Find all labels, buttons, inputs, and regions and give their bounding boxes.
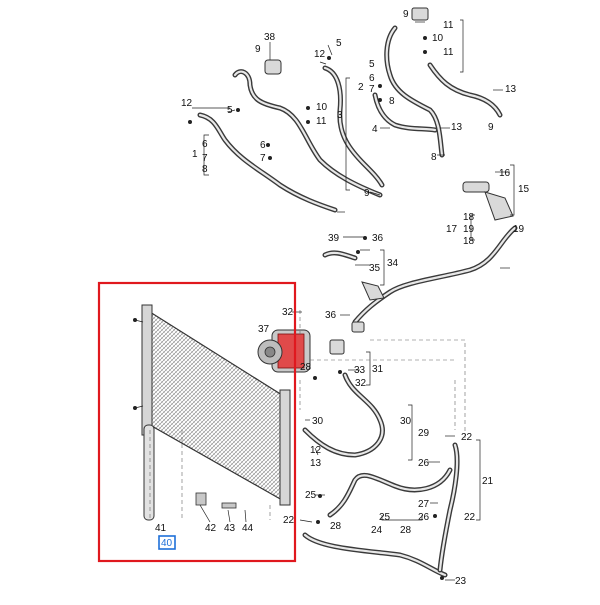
selected-callout[interactable]: 40 bbox=[158, 535, 176, 550]
callout-24[interactable]: 24 bbox=[371, 525, 383, 536]
callout-31[interactable]: 31 bbox=[372, 364, 384, 375]
callout-41[interactable]: 41 bbox=[155, 523, 167, 534]
callout-1[interactable]: 1 bbox=[192, 149, 198, 160]
grouping-brackets bbox=[149, 19, 515, 521]
callout-35[interactable]: 35 bbox=[369, 263, 381, 274]
callout-22[interactable]: 22 bbox=[464, 512, 476, 523]
callout-29[interactable]: 29 bbox=[418, 428, 430, 439]
callout-27[interactable]: 27 bbox=[418, 499, 430, 510]
callout-34[interactable]: 34 bbox=[387, 258, 399, 269]
callout-43[interactable]: 43 bbox=[224, 523, 236, 534]
callout-28[interactable]: 28 bbox=[300, 362, 312, 373]
callout-19[interactable]: 19 bbox=[463, 224, 475, 235]
condenser bbox=[141, 304, 291, 521]
callout-22[interactable]: 22 bbox=[283, 515, 295, 526]
callout-7[interactable]: 7 bbox=[369, 84, 375, 95]
callout-5[interactable]: 5 bbox=[369, 59, 375, 70]
callout-42[interactable]: 42 bbox=[205, 523, 217, 534]
callout-11[interactable]: 11 bbox=[443, 20, 454, 31]
callout-8[interactable]: 8 bbox=[431, 152, 437, 163]
callout-30[interactable]: 30 bbox=[312, 416, 324, 427]
callout-3[interactable]: 3 bbox=[337, 110, 343, 121]
callout-7[interactable]: 7 bbox=[260, 153, 266, 164]
callout-9[interactable]: 9 bbox=[403, 9, 409, 20]
small-parts bbox=[264, 7, 514, 355]
callout-13[interactable]: 13 bbox=[505, 84, 517, 95]
callout-4[interactable]: 4 bbox=[372, 124, 378, 135]
callout-25[interactable]: 25 bbox=[379, 512, 391, 523]
callout-28[interactable]: 28 bbox=[400, 525, 412, 536]
callout-6[interactable]: 6 bbox=[369, 73, 375, 84]
leader-lines bbox=[133, 21, 510, 581]
callout-23[interactable]: 23 bbox=[455, 576, 467, 587]
callout-15[interactable]: 15 bbox=[518, 184, 530, 195]
callout-22[interactable]: 22 bbox=[461, 432, 473, 443]
callout-38[interactable]: 38 bbox=[264, 32, 276, 43]
callout-16[interactable]: 16 bbox=[499, 168, 511, 179]
callout-25[interactable]: 25 bbox=[305, 490, 317, 501]
callout-32[interactable]: 32 bbox=[355, 378, 367, 389]
ac-compressor bbox=[257, 329, 311, 373]
callout-30[interactable]: 30 bbox=[400, 416, 412, 427]
callout-13[interactable]: 13 bbox=[310, 458, 322, 469]
callout-2[interactable]: 2 bbox=[358, 82, 364, 93]
callout-33[interactable]: 33 bbox=[354, 365, 366, 376]
callout-32[interactable]: 32 bbox=[282, 307, 294, 318]
callout-9[interactable]: 9 bbox=[255, 44, 261, 55]
callout-9[interactable]: 9 bbox=[488, 122, 494, 133]
callout-12[interactable]: 12 bbox=[310, 445, 322, 456]
callout-28[interactable]: 28 bbox=[330, 521, 342, 532]
callout-8[interactable]: 8 bbox=[389, 96, 395, 107]
callout-labels: 9 11 10 11 38 9 5 12 5 6 2 7 13 12 5 10 … bbox=[155, 9, 530, 587]
callout-18[interactable]: 18 bbox=[463, 212, 475, 223]
callout-12[interactable]: 12 bbox=[181, 98, 193, 109]
callout-44[interactable]: 44 bbox=[242, 523, 254, 534]
callout-39[interactable]: 39 bbox=[328, 233, 340, 244]
refrigerant-lines bbox=[197, 25, 518, 578]
callout-19[interactable]: 19 bbox=[513, 224, 525, 235]
callout-5[interactable]: 5 bbox=[336, 38, 342, 49]
callout-26[interactable]: 26 bbox=[418, 458, 430, 469]
callout-7[interactable]: 7 bbox=[202, 153, 208, 164]
callout-37[interactable]: 37 bbox=[258, 324, 270, 335]
selection-highlight-box bbox=[97, 281, 297, 563]
callout-26[interactable]: 26 bbox=[418, 512, 430, 523]
callout-11[interactable]: 11 bbox=[443, 47, 454, 58]
callout-5[interactable]: 5 bbox=[227, 105, 233, 116]
callout-8[interactable]: 8 bbox=[202, 164, 208, 175]
callout-36[interactable]: 36 bbox=[325, 310, 337, 321]
callout-17[interactable]: 17 bbox=[446, 224, 458, 235]
callout-13[interactable]: 13 bbox=[451, 122, 463, 133]
callout-6[interactable]: 6 bbox=[260, 140, 266, 151]
callout-12[interactable]: 12 bbox=[314, 49, 326, 60]
callout-10[interactable]: 10 bbox=[316, 102, 328, 113]
callout-6[interactable]: 6 bbox=[202, 139, 208, 150]
callout-11[interactable]: 11 bbox=[316, 116, 327, 127]
callout-21[interactable]: 21 bbox=[482, 476, 494, 487]
callout-9[interactable]: 9 bbox=[364, 188, 370, 199]
callout-10[interactable]: 10 bbox=[432, 33, 444, 44]
callout-40[interactable]: 40 bbox=[161, 538, 173, 549]
callout-18[interactable]: 18 bbox=[463, 236, 475, 247]
receiver-drier bbox=[143, 424, 155, 521]
callout-36[interactable]: 36 bbox=[372, 233, 384, 244]
